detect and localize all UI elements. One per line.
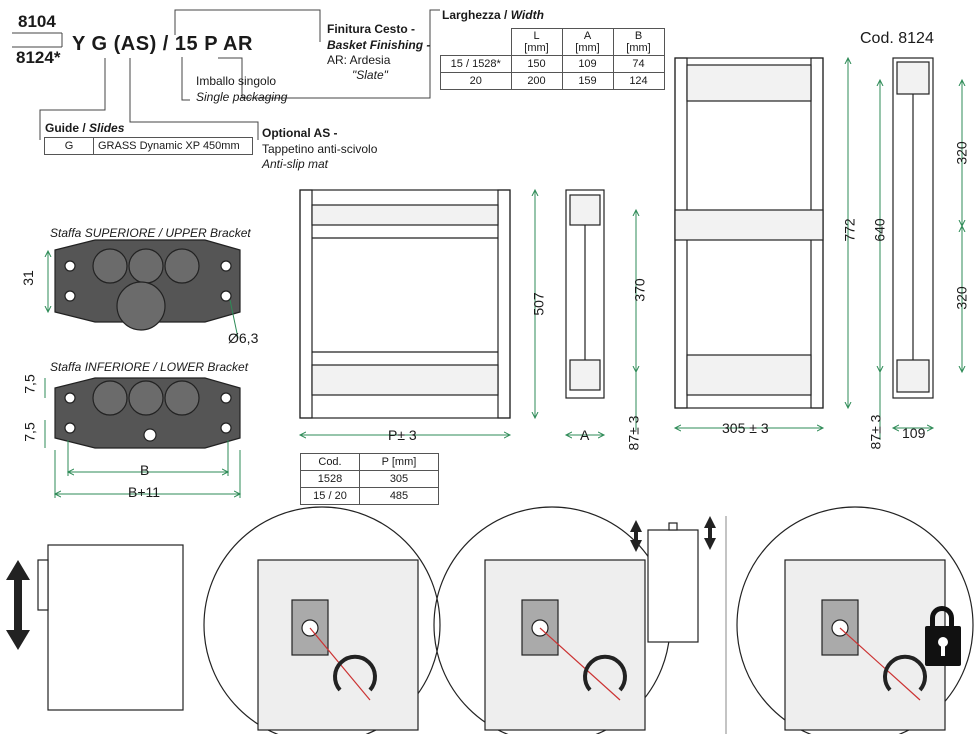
- dim-87-small: 87± 3: [625, 415, 642, 451]
- depth-header-p: P [mm]: [359, 453, 439, 471]
- dim-7-5-bottom: 7,5: [21, 422, 38, 442]
- optional-en: Anti-slip mat: [262, 157, 329, 171]
- optional-it: Tappetino anti-scivolo: [262, 142, 378, 156]
- code-suffix: Y G (AS) / 15 P AR: [72, 33, 253, 55]
- dim-640: 640: [871, 218, 888, 242]
- width-title-en: Width: [510, 8, 544, 22]
- upper-bracket-drawing: [54, 239, 241, 331]
- slides-code-cell: G: [44, 137, 94, 155]
- packaging-it: Imballo singolo: [196, 74, 277, 88]
- front-view-dims: [300, 190, 535, 435]
- side-view-drawing: [565, 189, 605, 399]
- dim-320-top: 320: [953, 141, 970, 165]
- width-table-title: Larghezza / Width: [442, 8, 544, 22]
- side-view-dims: [566, 210, 636, 435]
- depth-row1-p: 305: [359, 470, 439, 488]
- dim-507: 507: [530, 292, 547, 316]
- install-step-1-detail: [203, 506, 441, 734]
- depth-row2-cod: 15 / 20: [300, 487, 360, 505]
- code-leader-lines: [12, 9, 440, 140]
- dim-109: 109: [902, 425, 926, 441]
- depth-header-cod: Cod.: [300, 453, 360, 471]
- width-header-A: A[mm]: [561, 28, 614, 56]
- depth-row2-p: 485: [359, 487, 439, 505]
- packaging-en: Single packaging: [196, 90, 288, 104]
- lower-bracket-title: Staffa INFERIORE / LOWER Bracket: [50, 360, 249, 374]
- dim-hole-diameter: Ø6,3: [228, 330, 259, 346]
- code-8104: 8104: [18, 12, 56, 31]
- finish-value-en: "Slate": [352, 68, 388, 82]
- tall-side-view-dims: [880, 80, 962, 440]
- double-arrow-right-icon: [704, 516, 716, 550]
- dim-B-plus-11: B+11: [128, 484, 161, 500]
- width-row1-code: 15 / 1528*: [440, 55, 512, 73]
- upper-bracket-title: Staffa SUPERIORE / UPPER Bracket: [50, 226, 251, 240]
- upper-bracket-dims: [48, 251, 239, 339]
- depth-row1-cod: 1528: [300, 470, 360, 488]
- width-header-L: L[mm]: [510, 28, 563, 56]
- dim-A: A: [580, 427, 590, 443]
- install-step-3-detail: [736, 506, 974, 734]
- width-title-it: Larghezza /: [442, 8, 511, 22]
- code-8124: 8124*: [16, 48, 61, 67]
- dim-320-bottom: 320: [953, 286, 970, 310]
- finish-title-it: Finitura Cesto -: [327, 22, 416, 36]
- dim-772: 772: [841, 218, 858, 242]
- dim-B: B: [140, 462, 150, 478]
- table-row: 15 / 20 485: [300, 487, 439, 505]
- width-row2-B: 124: [612, 72, 665, 90]
- table-row: 15 / 1528* 150 109 74: [440, 55, 665, 73]
- padlock-icon: [925, 606, 961, 666]
- dim-31: 31: [19, 270, 36, 286]
- slides-title: Guide / Slides: [45, 121, 124, 135]
- small-basket-icon: [647, 522, 699, 643]
- width-table-corner: [440, 28, 512, 56]
- finish-value-it: AR: Ardesia: [327, 53, 391, 67]
- dim-7-5-top: 7,5: [21, 374, 38, 394]
- slides-table: G GRASS Dynamic XP 450mm: [44, 137, 253, 155]
- width-header-B: B[mm]: [612, 28, 665, 56]
- table-header-row: Cod. P [mm]: [300, 453, 439, 471]
- dim-370: 370: [631, 278, 648, 302]
- tall-front-view-drawing: [674, 57, 824, 409]
- dim-P: P± 3: [388, 427, 417, 443]
- double-arrow-left-icon: [630, 520, 642, 552]
- dim-87-tall: 87± 3: [867, 414, 884, 450]
- width-table: L[mm] A[mm] B[mm] 15 / 1528* 150 109 74 …: [440, 28, 665, 90]
- lower-bracket-drawing: [54, 377, 241, 449]
- optional-title: Optional AS -: [262, 126, 338, 140]
- slides-title-en: Slides: [89, 121, 125, 135]
- width-row1-A: 109: [561, 55, 614, 73]
- lower-bracket-dims: [44, 378, 240, 498]
- width-row2-A: 159: [561, 72, 614, 90]
- slides-desc-cell: GRASS Dynamic XP 450mm: [93, 137, 253, 155]
- install-step-2-detail: [433, 506, 671, 734]
- finish-title-en: Basket Finishing -: [327, 38, 431, 52]
- width-row1-L: 150: [510, 55, 563, 73]
- width-row1-B: 74: [612, 55, 665, 73]
- slides-title-it: Guide /: [45, 121, 90, 135]
- table-row: 20 200 159 124: [440, 72, 665, 90]
- front-view-drawing: [299, 189, 511, 419]
- table-row: 1528 305: [300, 470, 439, 488]
- width-row2-L: 200: [510, 72, 563, 90]
- slide-mount-icon: [37, 544, 184, 711]
- tall-side-view-drawing: [892, 57, 934, 399]
- vertical-adjust-arrow-icon: [6, 560, 30, 650]
- table-header-row: L[mm] A[mm] B[mm]: [440, 28, 665, 56]
- depth-table: Cod. P [mm] 1528 305 15 / 20 485: [300, 453, 439, 505]
- cod-label: Cod. 8124: [860, 30, 934, 47]
- dim-305: 305 ± 3: [722, 420, 769, 436]
- table-row: G GRASS Dynamic XP 450mm: [44, 137, 253, 155]
- tall-front-view-dims: [675, 58, 848, 428]
- width-row2-code: 20: [440, 72, 512, 90]
